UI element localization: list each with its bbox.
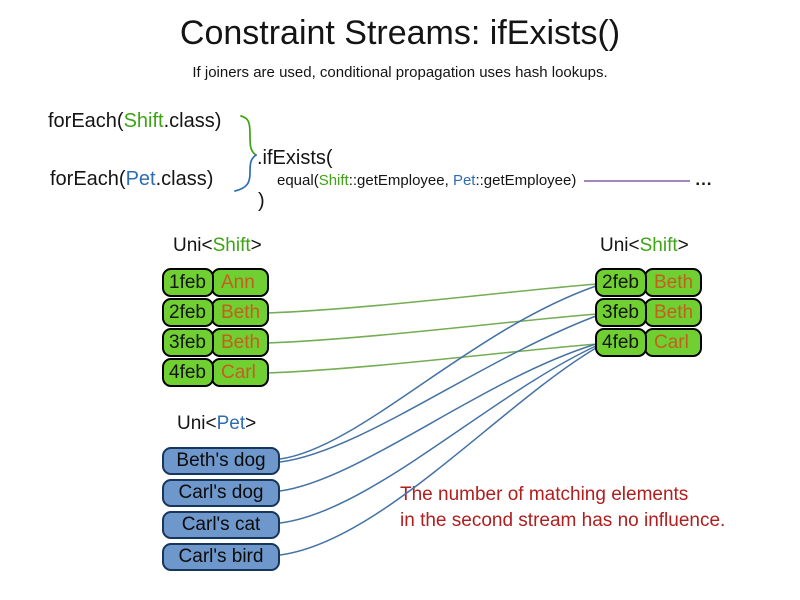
shift-date-cell: 2feb (162, 298, 214, 327)
shift-date-cell: 2feb (595, 268, 647, 297)
shift-type-token: Shift (212, 235, 251, 256)
label-text: > (677, 235, 689, 256)
code-text: equal( (277, 171, 319, 189)
code-foreach-pet: forEach(Pet.class) (50, 168, 213, 191)
table-row: 4feb Carl (595, 328, 702, 357)
pet-list-label: Uni<Pet> (177, 413, 256, 435)
list-item: Carl's dog (162, 479, 280, 507)
brace-connector-icon (234, 115, 257, 192)
page-title: Constraint Streams: ifExists() (179, 14, 621, 52)
shift-employee-cell: Beth (211, 328, 269, 357)
label-text: Uni< (600, 235, 640, 256)
code-text: ::getEmployee, (348, 171, 453, 189)
shift-type-token: Shift (639, 235, 678, 256)
code-ifexists: .ifExists( (257, 147, 333, 169)
label-text: > (245, 413, 257, 434)
code-equal-joiner: equal(Shift::getEmployee, Pet::getEmploy… (277, 170, 713, 190)
table-row: 4feb Carl (162, 358, 269, 387)
annotation-line: The number of matching elements (400, 484, 689, 505)
table-row: 3feb Beth (162, 328, 269, 357)
list-item: Carl's cat (162, 511, 280, 539)
list-item: Beth's dog (162, 447, 280, 475)
ellipsis-text: ... (695, 170, 713, 189)
shift-date-cell: 1feb (162, 268, 214, 297)
shift-match-lines (267, 283, 598, 374)
list-item: Carl's bird (162, 543, 280, 571)
right-shift-table: 2feb Beth 3feb Beth 4feb Carl (595, 268, 702, 358)
pet-ref-token: Pet (452, 171, 476, 189)
joiner-rule-line (584, 180, 691, 182)
code-close-paren: ) (258, 190, 265, 212)
pet-list: Beth's dog Carl's dog Carl's cat Carl's … (162, 447, 280, 575)
right-shift-table-label: Uni<Shift> (600, 235, 689, 257)
label-text: Uni< (177, 413, 217, 434)
shift-class-token: Shift (123, 110, 164, 132)
table-row: 2feb Beth (595, 268, 702, 297)
code-text: .class) (155, 168, 214, 190)
slide-subtitle: If joiners are used, conditional propaga… (192, 64, 608, 81)
table-row: 1feb Ann (162, 268, 269, 297)
shift-ref-token: Shift (318, 171, 349, 189)
code-text: forEach( (48, 110, 124, 132)
shift-employee-cell: Ann (211, 268, 269, 297)
shift-employee-cell: Beth (644, 298, 702, 327)
shift-employee-cell: Carl (211, 358, 269, 387)
shift-date-cell: 3feb (595, 298, 647, 327)
pet-type-token: Pet (216, 413, 246, 434)
left-shift-table-label: Uni<Shift> (173, 235, 262, 257)
code-text: equal(Shift::getEmployee, Pet::getEmploy… (277, 172, 576, 189)
table-row: 2feb Beth (162, 298, 269, 327)
pet-class-token: Pet (125, 168, 156, 190)
code-text: forEach( (50, 168, 126, 190)
code-foreach-shift: forEach(Shift.class) (48, 110, 221, 133)
code-text: .class) (163, 110, 222, 132)
label-text: > (250, 235, 262, 256)
annotation-text: The number of matching elements in the s… (400, 482, 725, 534)
shift-employee-cell: Beth (644, 268, 702, 297)
left-shift-table: 1feb Ann 2feb Beth 3feb Beth 4feb Carl (162, 268, 269, 388)
shift-employee-cell: Beth (211, 298, 269, 327)
shift-date-cell: 3feb (162, 328, 214, 357)
table-row: 3feb Beth (595, 298, 702, 327)
shift-date-cell: 4feb (595, 328, 647, 357)
shift-employee-cell: Carl (644, 328, 702, 357)
annotation-line: in the second stream has no influence. (400, 510, 726, 531)
code-text: ::getEmployee) (475, 171, 577, 189)
shift-date-cell: 4feb (162, 358, 214, 387)
label-text: Uni< (173, 235, 213, 256)
